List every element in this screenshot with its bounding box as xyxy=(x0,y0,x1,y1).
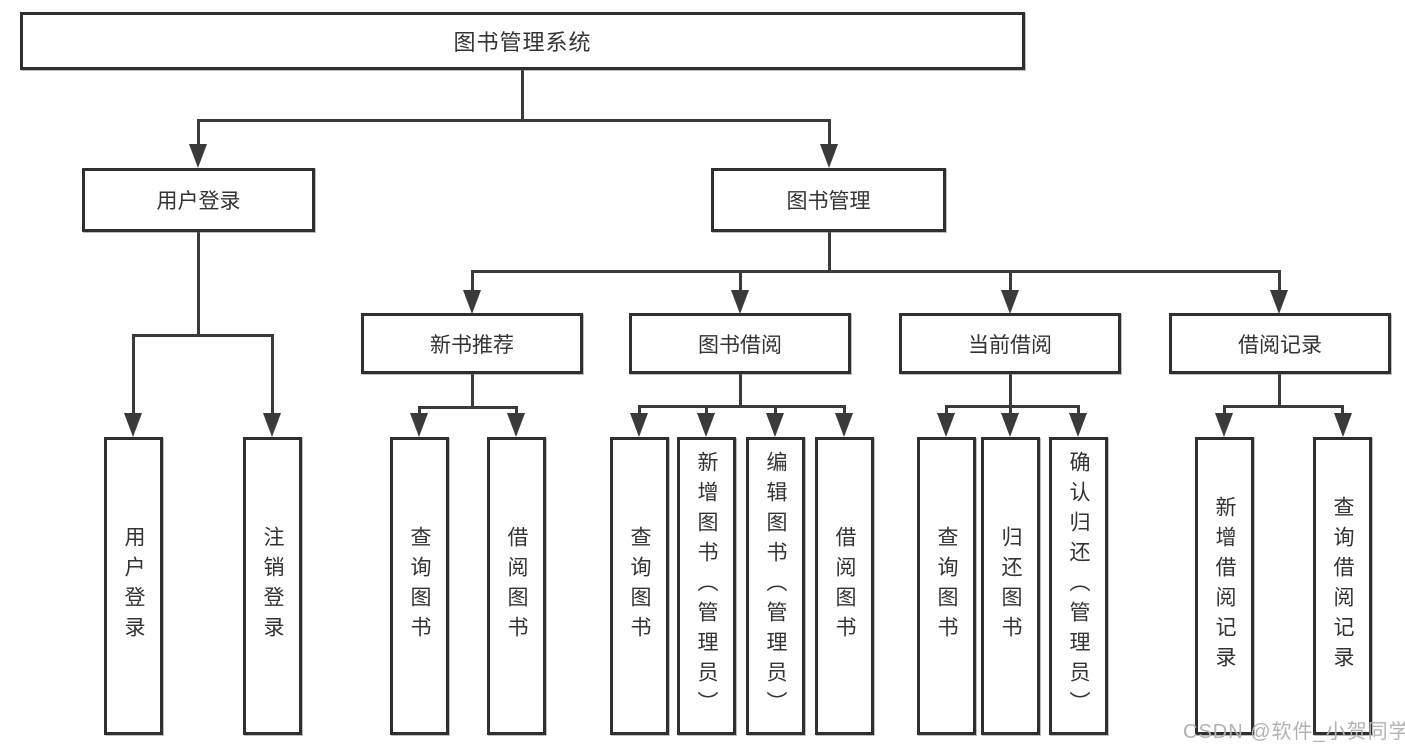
arrow-down-icon xyxy=(507,413,525,437)
node-leaf-edit-book-admin: 编辑图书（管理员） xyxy=(746,437,805,735)
node-leaf-recommend-borrow-book: 借阅图书 xyxy=(487,437,546,735)
connector-line xyxy=(945,405,1080,408)
node-leaf-return-book: 归还图书 xyxy=(981,437,1040,735)
arrow-down-icon xyxy=(937,413,955,437)
connector-line xyxy=(521,70,524,120)
connector-line xyxy=(1341,405,1344,415)
node-leaf-user-login: 用户登录 xyxy=(104,437,163,735)
arrow-down-icon xyxy=(1270,290,1288,314)
arrow-down-icon xyxy=(697,413,715,437)
connector-line xyxy=(418,406,518,409)
arrow-down-icon xyxy=(766,413,784,437)
node-leaf-query-borrow-record: 查询借阅记录 xyxy=(1313,437,1372,735)
connector-line xyxy=(1278,374,1281,407)
connector-line xyxy=(843,405,846,415)
connector-line xyxy=(1077,405,1080,415)
connector-line xyxy=(638,405,846,408)
connector-line xyxy=(271,334,274,415)
arrow-down-icon xyxy=(820,144,838,168)
connector-line xyxy=(638,405,641,415)
arrow-down-icon xyxy=(410,413,428,437)
arrow-down-icon xyxy=(1069,413,1087,437)
connector-line xyxy=(828,232,831,272)
connector-line xyxy=(418,406,421,415)
arrow-down-icon xyxy=(124,413,142,437)
connector-line xyxy=(1278,270,1281,292)
arrow-down-icon xyxy=(731,290,749,314)
connector-line xyxy=(197,119,200,146)
connector-line xyxy=(705,405,708,415)
connector-line xyxy=(1009,270,1012,292)
connector-line xyxy=(197,232,200,336)
node-borrowing-records: 借阅记录 xyxy=(1169,313,1391,374)
arrow-down-icon xyxy=(835,413,853,437)
arrow-down-icon xyxy=(263,413,281,437)
connector-line xyxy=(132,334,273,337)
arrow-down-icon xyxy=(1001,413,1019,437)
connector-line xyxy=(1223,405,1226,415)
node-book-management-branch: 图书管理 xyxy=(711,168,946,232)
arrow-down-icon xyxy=(1001,290,1019,314)
node-leaf-confirm-return-admin: 确认归还（管理员） xyxy=(1049,437,1108,735)
node-leaf-current-query-book: 查询图书 xyxy=(917,437,976,735)
arrow-down-icon xyxy=(1215,413,1233,437)
connector-line xyxy=(739,270,742,292)
connector-line xyxy=(471,270,1281,273)
node-leaf-logout: 注销登录 xyxy=(243,437,302,735)
connector-line xyxy=(132,334,135,415)
node-leaf-add-borrow-record: 新增借阅记录 xyxy=(1195,437,1254,735)
node-new-book-recommend: 新书推荐 xyxy=(361,313,583,374)
csdn-watermark: CSDN @软件_小贺同学 xyxy=(1183,721,1405,743)
connector-line xyxy=(945,405,948,415)
connector-line xyxy=(739,374,742,407)
connector-line xyxy=(471,374,474,408)
node-leaf-borrowing-query-book: 查询图书 xyxy=(610,437,669,735)
connector-line xyxy=(828,119,831,146)
node-leaf-add-book-admin: 新增图书（管理员） xyxy=(677,437,736,735)
arrow-down-icon xyxy=(463,290,481,314)
connector-line xyxy=(515,406,518,415)
node-current-borrowing: 当前借阅 xyxy=(899,313,1121,374)
connector-line xyxy=(1009,374,1012,407)
connector-line xyxy=(197,119,831,122)
node-leaf-recommend-query-book: 查询图书 xyxy=(390,437,449,735)
connector-line xyxy=(471,270,474,292)
connector-line xyxy=(1009,405,1012,415)
node-user-login-branch: 用户登录 xyxy=(82,168,315,232)
arrow-down-icon xyxy=(189,144,207,168)
node-leaf-borrowing-borrow-book: 借阅图书 xyxy=(815,437,874,735)
node-library-management-system: 图书管理系统 xyxy=(20,12,1025,70)
arrow-down-icon xyxy=(630,413,648,437)
arrow-down-icon xyxy=(1334,413,1352,437)
node-book-borrowing: 图书借阅 xyxy=(629,313,851,374)
connector-line xyxy=(1223,405,1344,408)
connector-line xyxy=(774,405,777,415)
